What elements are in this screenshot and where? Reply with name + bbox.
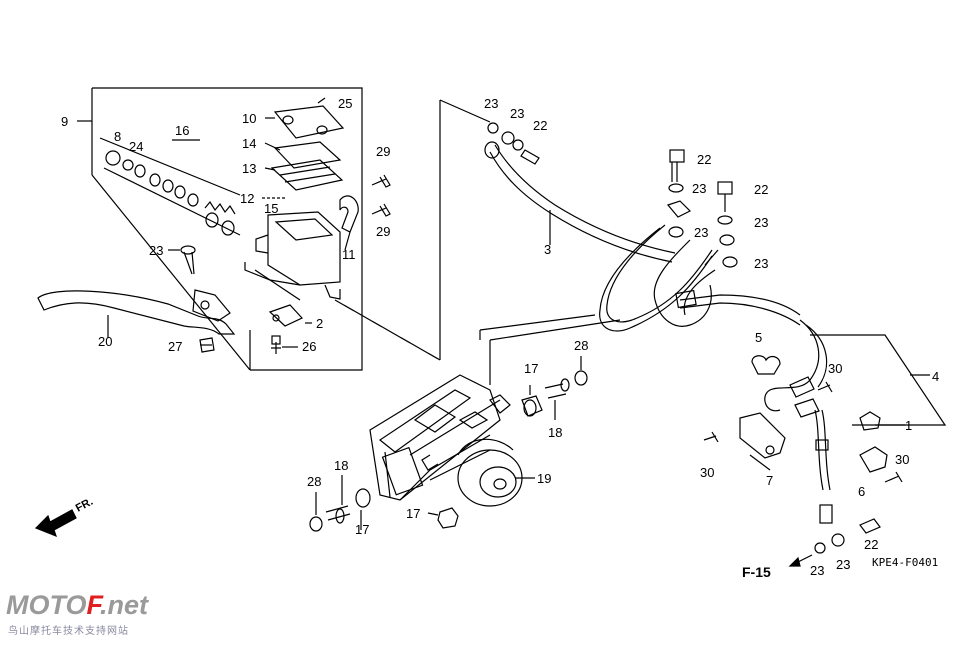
watermark-tagline: 鸟山摩托车技术支持网站	[8, 626, 129, 637]
label-23c: 23	[692, 181, 706, 196]
label-16: 16	[175, 123, 189, 138]
brake-pipe-bundle	[479, 224, 828, 412]
master-cylinder	[244, 195, 359, 301]
front-direction-arrow	[34, 509, 77, 538]
label-1: 1	[905, 418, 912, 433]
abs-modulator	[369, 374, 523, 507]
label-30a: 30	[828, 361, 842, 376]
label-12: 12	[240, 191, 254, 206]
label-25: 25	[338, 96, 352, 111]
label-30c: 30	[700, 465, 714, 480]
brake-hose-3	[439, 99, 676, 360]
label-15: 15	[264, 201, 278, 216]
label-9: 9	[61, 114, 68, 129]
label-24: 24	[129, 139, 143, 154]
group-bracket-9	[77, 87, 363, 371]
label-20: 20	[98, 334, 112, 349]
label-22c: 22	[754, 182, 768, 197]
label-17b: 17	[406, 506, 420, 521]
label-4: 4	[932, 369, 939, 384]
reservoir-cap-set	[270, 97, 345, 191]
label-22a: 22	[533, 118, 547, 133]
ref-page-label: F-15	[742, 564, 771, 580]
label-17c: 17	[355, 522, 369, 537]
label-29a: 29	[376, 144, 390, 159]
label-8: 8	[114, 129, 121, 144]
watermark-logo: MOTOF.net	[6, 590, 149, 620]
label-5: 5	[755, 330, 762, 345]
hose-clamps	[703, 355, 903, 483]
fittings-top-right	[666, 149, 738, 268]
label-14: 14	[242, 136, 256, 151]
label-22b: 22	[697, 152, 711, 167]
leader-lines	[107, 117, 905, 530]
label-19: 19	[537, 471, 551, 486]
label-23f: 23	[754, 256, 768, 271]
brake-lever	[37, 289, 236, 335]
group-bracket-4	[810, 334, 947, 426]
label-7: 7	[766, 473, 773, 488]
label-11: 11	[342, 247, 356, 262]
label-30b: 30	[895, 452, 909, 467]
label-23h: 23	[836, 557, 850, 572]
label-28a: 28	[574, 338, 588, 353]
mount-bolts	[371, 174, 391, 217]
label-17a: 17	[524, 361, 538, 376]
label-26: 26	[302, 339, 316, 354]
label-6: 6	[858, 484, 865, 499]
diagram-code: KPE4-F0401	[872, 556, 938, 569]
part-labels: 9 8 24 16 10 14 13 12 15 25 29 29 11 23 …	[61, 96, 939, 580]
label-23e: 23	[754, 215, 768, 230]
label-23b: 23	[510, 106, 524, 121]
label-10: 10	[242, 111, 256, 126]
label-23g: 23	[810, 563, 824, 578]
label-23a: 23	[484, 96, 498, 111]
label-2: 2	[316, 316, 323, 331]
piston-kit	[99, 137, 241, 236]
label-27: 27	[168, 339, 182, 354]
stop-switch	[268, 304, 303, 354]
label-18a: 18	[548, 425, 562, 440]
label-18b: 18	[334, 458, 348, 473]
lower-hose	[788, 376, 881, 567]
front-direction-label: FR.	[74, 496, 95, 515]
label-3: 3	[544, 242, 551, 257]
label-23d: 23	[694, 225, 708, 240]
label-13: 13	[242, 161, 256, 176]
label-21: 23	[149, 243, 163, 258]
abs-fittings	[309, 370, 588, 532]
label-28b: 28	[307, 474, 321, 489]
label-29b: 29	[376, 224, 390, 239]
pivot-bolts	[180, 245, 215, 353]
label-22d: 22	[864, 537, 878, 552]
